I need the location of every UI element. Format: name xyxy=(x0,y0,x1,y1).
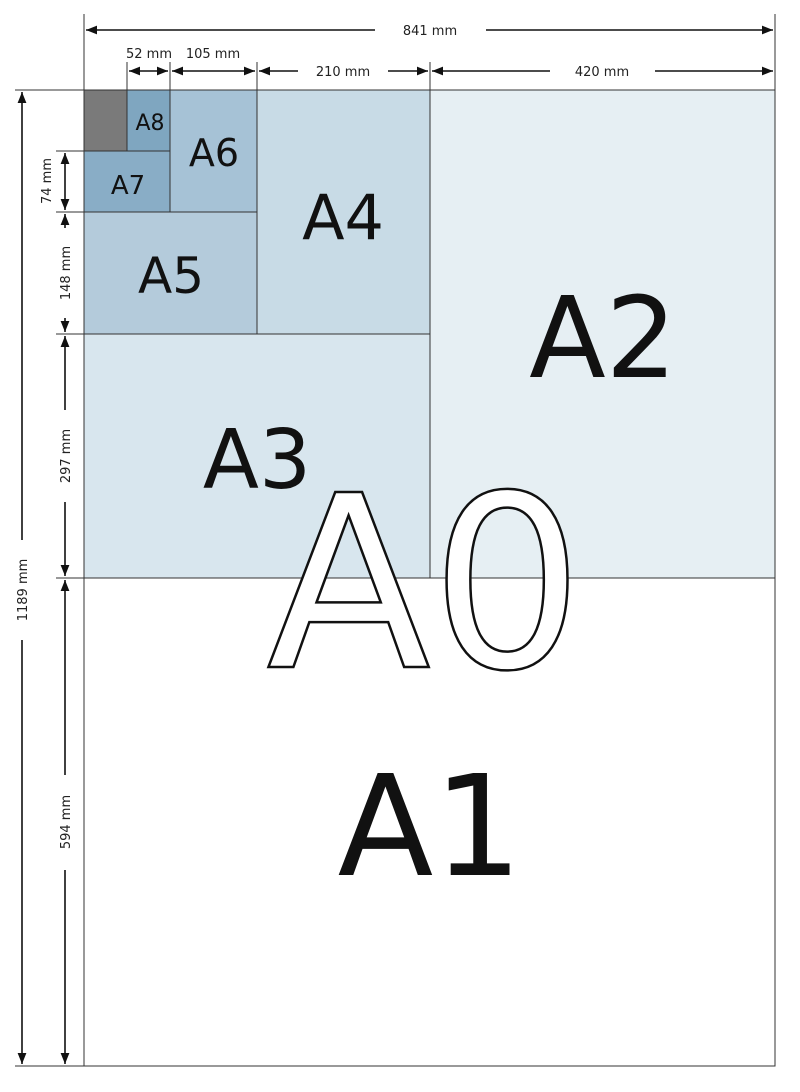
label-a1: A1 xyxy=(338,746,523,909)
label-a3: A3 xyxy=(203,413,311,508)
dim-210: 210 mm xyxy=(316,65,370,80)
dim-148: 148 mm xyxy=(59,246,74,300)
dim-297: 297 mm xyxy=(59,429,74,483)
sheet-a1 xyxy=(83,577,776,1067)
label-a7: A7 xyxy=(111,171,145,201)
remainder-block xyxy=(83,89,128,152)
dim-594: 594 mm xyxy=(59,795,74,849)
label-a2: A2 xyxy=(529,274,677,404)
label-a0: A0 xyxy=(267,444,584,724)
sheet-a4 xyxy=(256,89,431,335)
dim-841: 841 mm xyxy=(403,24,457,39)
label-a6: A6 xyxy=(189,131,239,175)
label-a4: A4 xyxy=(302,181,384,254)
dim-74: 74 mm xyxy=(40,158,55,204)
sheet-a7 xyxy=(83,150,171,213)
label-a8: A8 xyxy=(135,111,164,136)
sheet-a5 xyxy=(83,211,258,335)
dim-420: 420 mm xyxy=(575,65,629,80)
sheet-a6 xyxy=(169,89,258,213)
sheet-a2 xyxy=(429,89,776,579)
label-a5: A5 xyxy=(138,247,204,305)
dim-52: 52 mm xyxy=(126,47,172,62)
dim-105: 105 mm xyxy=(186,47,240,62)
dim-1189: 1189 mm xyxy=(16,559,31,622)
extension-lines xyxy=(15,14,776,1067)
